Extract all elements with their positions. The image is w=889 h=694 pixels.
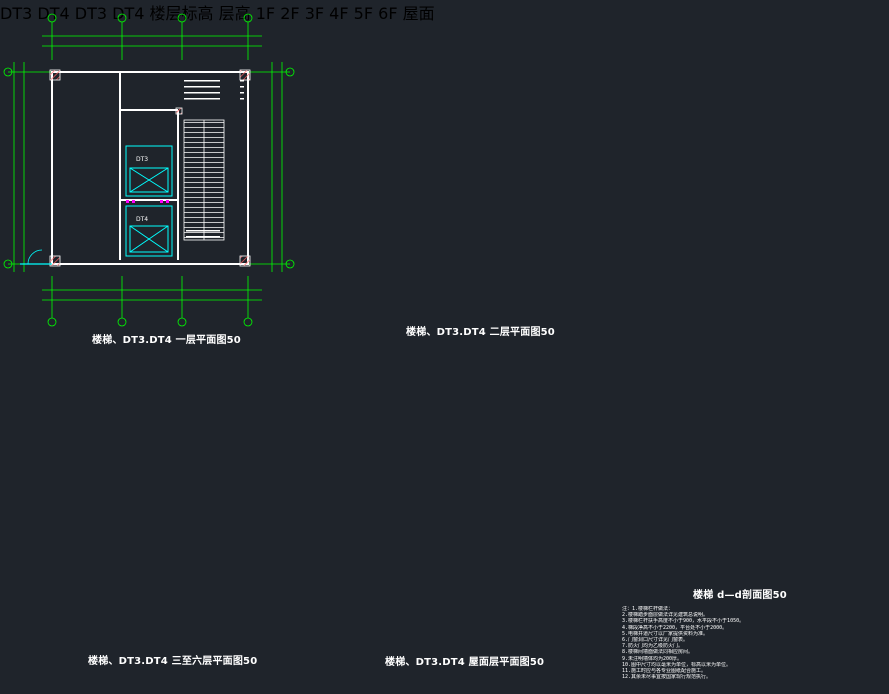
level-roof: 屋面 <box>402 4 435 23</box>
section-header-right: 层高 <box>218 4 251 23</box>
plan-2-dt4-label: DT4 <box>37 4 70 23</box>
section-drawing: 楼层标高 层高 1F 2F 3F 4F 5F 6F 屋面 <box>150 4 435 23</box>
note-9: 10.图中尺寸均以毫米为单位，标高以米为单位。 <box>622 661 732 668</box>
plan-2-title: 楼梯、DT3.DT4 二层平面图50 <box>406 327 555 338</box>
plan-3: DT3 DT4 <box>75 4 150 23</box>
plan-4-title: 楼梯、DT3.DT4 屋面层平面图50 <box>385 657 545 668</box>
notes-title: 注：1.楼梯栏杆做法： <box>622 606 674 612</box>
note-1: 2.楼梯踏步面层做法详见建筑总说明。 <box>622 612 709 619</box>
note-7: 8.楼梯间墙面做法同相应房间。 <box>622 649 694 656</box>
level-4f: 4F <box>329 4 349 23</box>
plan-1-title: 楼梯、DT3.DT4 一层平面图50 <box>92 335 241 346</box>
note-2: 3.楼梯栏杆扶手高度不小于900，水平段不小于1050。 <box>622 618 745 625</box>
section-title: 楼梯 d—d剖面图50 <box>693 590 787 601</box>
level-5f: 5F <box>353 4 374 23</box>
level-6f: 6F <box>378 4 398 23</box>
general-notes: 注：1.楼梯栏杆做法： 2.楼梯踏步面层做法详见建筑总说明。 3.楼梯栏杆扶手高… <box>622 606 884 680</box>
note-6: 7.防火门均为乙级防火门。 <box>622 643 684 650</box>
level-3f: 3F <box>304 4 325 23</box>
section-header-left: 楼层标高 <box>149 4 214 23</box>
note-4: 5.电梯井道尺寸以厂家提供资料为准。 <box>622 630 709 637</box>
plan-1: DT3 DT4 <box>3 13 295 327</box>
level-2f: 2F <box>280 4 300 23</box>
level-1f: 1F <box>255 4 276 23</box>
note-8: 9.未注明墙体均为200厚。 <box>622 655 683 662</box>
plan-2-dt3-label: DT3 <box>0 4 33 23</box>
note-11: 12.其余未尽事宜按国家现行规范执行。 <box>622 674 712 681</box>
plan-2: DT3 DT4 <box>0 4 75 23</box>
note-3: 4.梯段净高不小于2200，平台处不小于2000。 <box>622 624 728 631</box>
note-5: 6.门窗洞口尺寸详见门窗表。 <box>622 637 689 644</box>
elevator-label-dt3: DT3 <box>136 156 148 163</box>
plan-3-dt4-label: DT4 <box>112 4 145 23</box>
note-10: 11.施工时应与各专业图纸配合施工。 <box>622 668 707 675</box>
plan-3-title: 楼梯、DT3.DT4 三至六层平面图50 <box>88 656 258 667</box>
elevator-label-dt4: DT4 <box>136 216 148 223</box>
plan-3-dt3-label: DT3 <box>74 4 108 23</box>
